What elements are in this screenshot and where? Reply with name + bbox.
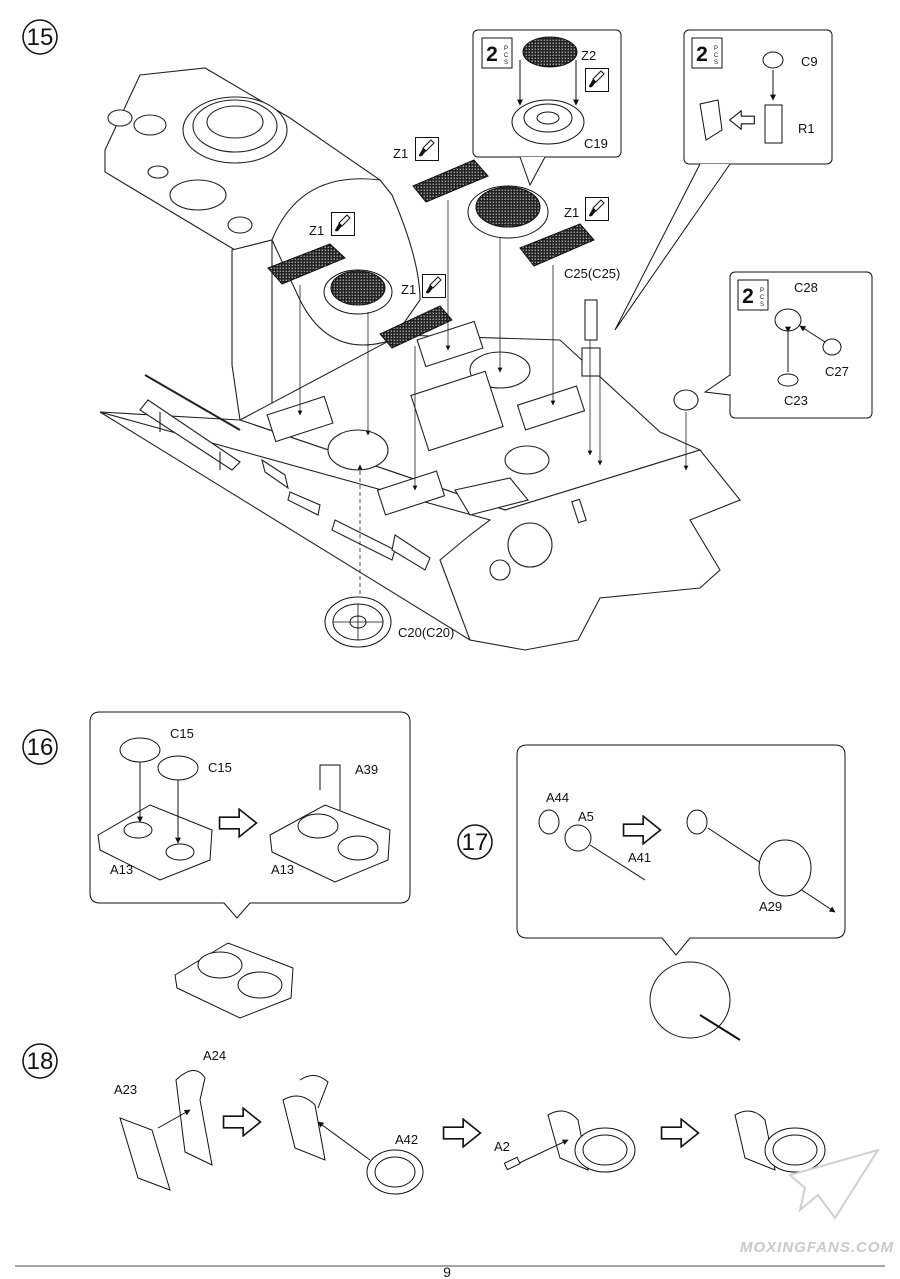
svg-text:P: P <box>504 46 508 52</box>
mesh-screen-icon <box>267 159 595 349</box>
label-a2: A2 <box>494 1139 510 1154</box>
callout-c28-c27-c23: 2 P C S <box>703 271 873 419</box>
pcs-badge-icon: 2 P C S <box>481 37 513 69</box>
label-c27: C27 <box>825 364 849 379</box>
step-number-icon: 18 <box>22 1043 58 1079</box>
guide-lines <box>297 200 689 615</box>
step-number: 16 <box>27 734 54 761</box>
svg-text:C: C <box>760 295 765 301</box>
brush-glue-icon <box>422 274 446 298</box>
callout-bubble-icon <box>516 744 846 956</box>
label-c15: C15 <box>170 726 194 741</box>
round-grille <box>323 185 549 315</box>
svg-text:P: P <box>760 288 764 294</box>
callout-c9-r1: 2 P C S <box>614 29 833 331</box>
wheel-part <box>324 596 392 648</box>
step-18: 18 A24 A23 A42 A2 <box>22 1043 826 1195</box>
label-a29: A29 <box>759 899 782 914</box>
step-number: 17 <box>462 829 489 856</box>
assembly-arrow-icon <box>660 1118 700 1148</box>
watermark-text: MOXINGFANS.COM <box>740 1239 894 1256</box>
label-a41: A41 <box>628 850 651 865</box>
step-16: 16 C15 C15 A39 A13 A13 <box>22 711 411 1019</box>
step-number: 15 <box>27 24 54 51</box>
label-c9: C9 <box>801 54 818 69</box>
step-17: 17 A44 A5 A41 A29 <box>457 744 846 1041</box>
label-z1: Z1 <box>309 223 324 238</box>
pcs-badge-icon: 2 P C S <box>691 37 723 69</box>
svg-text:S: S <box>714 60 718 66</box>
label-z1: Z1 <box>393 146 408 161</box>
svg-text:2: 2 <box>696 43 708 66</box>
label-z1: Z1 <box>564 205 579 220</box>
step-15: 15 <box>22 19 873 651</box>
label-a13: A13 <box>271 862 294 877</box>
brush-glue-icon <box>331 212 355 236</box>
svg-text:2: 2 <box>742 285 754 308</box>
label-a23: A23 <box>114 1082 137 1097</box>
label-a5: A5 <box>578 809 594 824</box>
step-number-icon: 17 <box>457 824 493 860</box>
pcs-badge-icon: 2 P C S <box>737 279 769 311</box>
page-number: 9 <box>443 1264 451 1279</box>
label-c15: C15 <box>208 760 232 775</box>
hatch-assembly <box>97 737 391 1019</box>
label-a13: A13 <box>110 862 133 877</box>
brush-glue-icon <box>585 68 609 92</box>
brush-glue-icon <box>585 197 609 221</box>
label-a44: A44 <box>546 790 569 805</box>
label-r1: R1 <box>798 121 815 136</box>
svg-text:2: 2 <box>486 43 498 66</box>
step-number-icon: 15 <box>22 19 58 55</box>
label-c19: C19 <box>584 136 608 151</box>
svg-text:P: P <box>714 46 718 52</box>
step-number: 18 <box>27 1048 54 1075</box>
label-z1: Z1 <box>401 282 416 297</box>
label-z2: Z2 <box>581 48 596 63</box>
bracket-assembly <box>119 1070 826 1195</box>
brush-glue-icon <box>415 137 439 161</box>
svg-text:S: S <box>504 60 508 66</box>
label-c23: C23 <box>784 393 808 408</box>
page-footer: 9 <box>15 1264 885 1279</box>
label-c20: C20(C20) <box>398 625 454 640</box>
headlight-assembly <box>538 809 836 1041</box>
label-c25: C25(C25) <box>564 266 620 281</box>
step-number-icon: 16 <box>22 729 58 765</box>
assembly-arrow-icon <box>222 1107 262 1137</box>
svg-text:C: C <box>504 53 509 59</box>
assembly-arrow-icon <box>442 1118 482 1148</box>
label-c28: C28 <box>794 280 818 295</box>
label-a39: A39 <box>355 762 378 777</box>
svg-text:S: S <box>760 302 764 308</box>
svg-text:C: C <box>714 53 719 59</box>
callout-z2-c19: 2 P C S <box>472 29 622 187</box>
label-a42: A42 <box>395 1132 418 1147</box>
watermark: MOXINGFANS.COM <box>740 1148 894 1256</box>
hull-rear-deck-drawing <box>99 67 741 651</box>
label-a24: A24 <box>203 1048 226 1063</box>
